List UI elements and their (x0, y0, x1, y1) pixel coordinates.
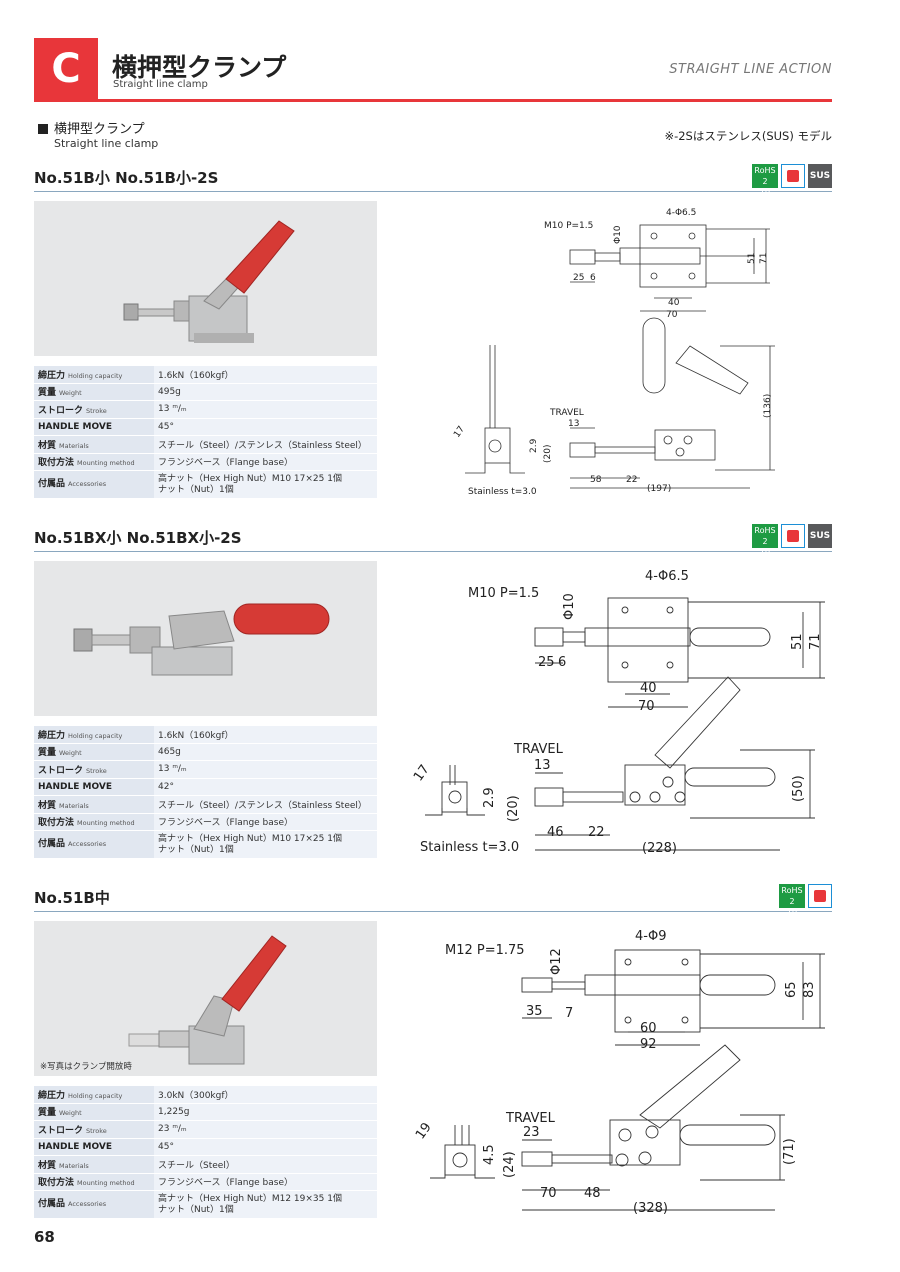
svg-text:7: 7 (565, 1006, 573, 1021)
svg-text:4.5: 4.5 (482, 1144, 497, 1165)
section-title: 横押型クランプ (38, 118, 145, 137)
svg-text:65: 65 (784, 981, 799, 998)
page-subtitle: Straight line clamp (113, 79, 208, 90)
clamp-photo-illustration (73, 603, 330, 676)
safety-icon (781, 164, 805, 188)
svg-text:2.9: 2.9 (529, 438, 539, 453)
svg-text:TRAVEL: TRAVEL (513, 742, 564, 757)
svg-text:22: 22 (588, 825, 605, 840)
chapter-letter: C (51, 46, 81, 92)
square-bullet-icon (38, 124, 48, 134)
svg-text:(20): (20) (506, 795, 521, 822)
sus-badge: SUS (808, 164, 832, 188)
header-rule (34, 99, 832, 102)
chapter-letter-box: C (34, 38, 98, 100)
svg-text:6: 6 (590, 273, 596, 283)
clamp-photo-illustration (128, 935, 287, 1065)
svg-text:17: 17 (411, 762, 433, 784)
section-subtitle: Straight line clamp (54, 137, 159, 150)
svg-text:35: 35 (526, 1004, 543, 1019)
svg-text:60: 60 (640, 1021, 657, 1036)
svg-text:M10 P=1.5: M10 P=1.5 (544, 221, 593, 231)
product-photo-2 (34, 561, 377, 716)
product-rule-1 (34, 191, 832, 192)
product-name-3: No.51B中 (34, 889, 110, 907)
dimension-drawing-1: M10 P=1.5 Φ10 4-Φ6.5 25 6 40 70 51 71 TR… (452, 208, 775, 497)
svg-text:13: 13 (568, 419, 579, 429)
clamp-photo-illustration (123, 220, 295, 343)
page-title: 横押型クランプ (112, 53, 287, 82)
svg-text:70: 70 (638, 699, 655, 714)
svg-text:4-Φ6.5: 4-Φ6.5 (645, 569, 689, 584)
svg-text:M10 P=1.5: M10 P=1.5 (468, 586, 539, 601)
svg-text:51: 51 (747, 253, 757, 264)
svg-text:23: 23 (523, 1125, 540, 1140)
svg-text:71: 71 (759, 253, 769, 264)
svg-text:92: 92 (640, 1037, 657, 1052)
svg-text:(228): (228) (642, 841, 677, 856)
safety-icon (781, 524, 805, 548)
svg-text:40: 40 (640, 681, 657, 696)
product-name-2: No.51BX小 No.51BX小-2S (34, 529, 242, 547)
svg-text:83: 83 (802, 981, 817, 998)
svg-text:Φ12: Φ12 (549, 948, 564, 975)
product-rule-3 (34, 911, 832, 912)
header-right-label: STRAIGHT LINE ACTION (669, 62, 832, 77)
svg-text:48: 48 (584, 1186, 601, 1201)
svg-text:4-Φ6.5: 4-Φ6.5 (666, 208, 696, 218)
svg-text:46: 46 (547, 825, 564, 840)
safety-icon (808, 884, 832, 908)
svg-text:19: 19 (413, 1120, 435, 1142)
svg-text:25: 25 (573, 273, 584, 283)
svg-text:17: 17 (452, 425, 467, 440)
svg-text:51: 51 (790, 633, 805, 650)
dimension-drawing-3: M12 P=1.75 Φ12 4-Φ9 35 7 60 92 65 83 TRA… (413, 929, 825, 1216)
svg-text:70: 70 (666, 310, 678, 320)
svg-text:2.9: 2.9 (482, 787, 497, 808)
svg-text:Φ10: Φ10 (562, 593, 577, 620)
product-photo-1 (34, 201, 377, 356)
svg-text:TRAVEL: TRAVEL (549, 408, 584, 418)
svg-text:58: 58 (590, 475, 602, 485)
product-rule-2 (34, 551, 832, 552)
svg-text:22: 22 (626, 475, 637, 485)
svg-text:TRAVEL: TRAVEL (505, 1111, 556, 1126)
svg-text:(20): (20) (543, 445, 553, 463)
svg-text:(71): (71) (782, 1138, 797, 1165)
svg-text:(136): (136) (763, 394, 773, 418)
sus-model-note: ※-2Sはステンレス(SUS) モデル (664, 129, 832, 143)
section-title-text: 横押型クランプ (54, 122, 145, 137)
svg-text:M12 P=1.75: M12 P=1.75 (445, 943, 525, 958)
svg-text:6: 6 (558, 655, 566, 670)
svg-text:70: 70 (540, 1186, 557, 1201)
svg-text:4-Φ9: 4-Φ9 (635, 929, 666, 944)
product-photo-3: ※写真はクランプ開放時 (34, 921, 377, 1076)
svg-text:25: 25 (538, 655, 555, 670)
product-name-1: No.51B小 No.51B小-2S (34, 169, 219, 187)
svg-text:(197): (197) (647, 484, 671, 494)
svg-text:71: 71 (808, 633, 823, 650)
svg-text:Stainless t=3.0: Stainless t=3.0 (420, 840, 519, 855)
svg-text:Φ10: Φ10 (613, 225, 623, 244)
svg-text:13: 13 (534, 758, 551, 773)
sus-badge: SUS (808, 524, 832, 548)
svg-text:40: 40 (668, 298, 680, 308)
svg-text:(24): (24) (502, 1151, 517, 1178)
svg-text:Stainless t=3.0: Stainless t=3.0 (468, 487, 537, 497)
svg-text:(328): (328) (633, 1201, 668, 1216)
photo-note: ※写真はクランプ開放時 (40, 1062, 132, 1072)
svg-text:(50): (50) (791, 775, 806, 802)
dimension-drawing-2: M10 P=1.5 Φ10 4-Φ6.5 25 6 40 70 51 71 TR… (411, 569, 825, 856)
page-number: 68 (34, 1228, 55, 1246)
